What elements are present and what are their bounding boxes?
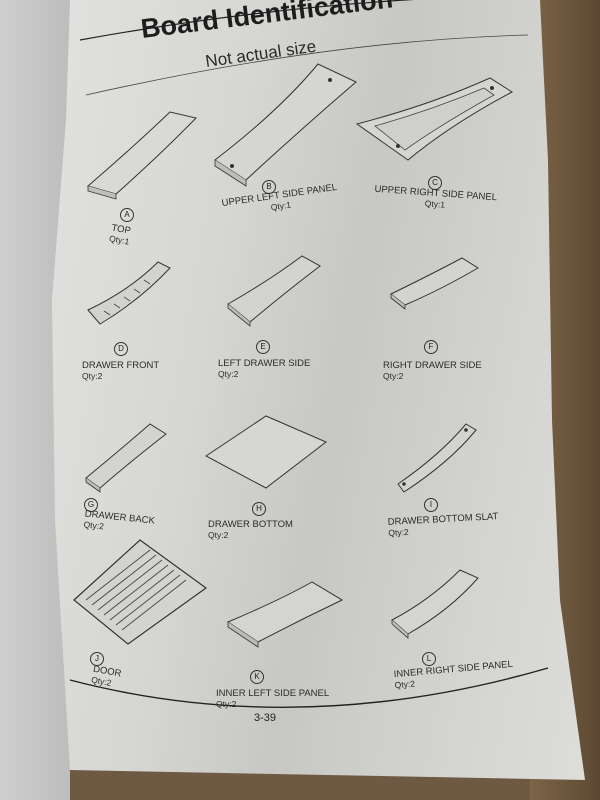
part-k-letter: K [250, 670, 264, 684]
part-k-qty: Qty:2 [216, 699, 237, 709]
part-e-label: LEFT DRAWER SIDE Qty:2 [218, 358, 310, 380]
part-a-label: TOP Qty:1 [108, 222, 132, 247]
part-f-drawing [391, 258, 478, 309]
part-i-drawing [398, 424, 476, 492]
page-number: 3-39 [254, 712, 277, 724]
part-k-name: INNER LEFT SIDE PANEL [216, 688, 330, 699]
part-d-qty: Qty:2 [82, 371, 103, 381]
part-h-name: DRAWER BOTTOM [208, 519, 293, 530]
part-h-letter: H [252, 502, 266, 516]
part-k-label: INNER LEFT SIDE PANEL Qty:2 [216, 688, 329, 710]
part-b-letter: B [262, 180, 276, 194]
part-d-drawing [88, 262, 170, 324]
part-j-drawing [74, 540, 206, 644]
part-h-label: DRAWER BOTTOM Qty:2 [208, 519, 293, 541]
part-k-drawing [228, 582, 342, 647]
part-i-letter: I [424, 498, 438, 512]
part-g-letter: G [84, 498, 98, 512]
part-e-letter: E [256, 340, 270, 354]
part-c-letter: C [428, 176, 442, 190]
part-h-qty: Qty:2 [208, 530, 229, 540]
part-b-drawing [215, 64, 356, 186]
part-f-qty: Qty:2 [383, 371, 404, 381]
part-l-drawing [392, 570, 478, 638]
part-f-letter: F [424, 340, 438, 354]
part-d-letter: D [114, 342, 128, 356]
part-e-name: LEFT DRAWER SIDE [218, 358, 311, 369]
part-h-drawing [206, 416, 326, 488]
header-curve-lower [86, 35, 528, 95]
part-f-label: RIGHT DRAWER SIDE Qty:2 [383, 360, 482, 382]
part-a-letter: A [120, 208, 134, 222]
part-j-letter: J [90, 652, 104, 666]
footer-curve [70, 668, 548, 707]
header-curve [80, 0, 520, 40]
part-e-qty: Qty:2 [218, 369, 239, 379]
part-a-drawing [88, 112, 196, 199]
part-l-letter: L [422, 652, 436, 666]
part-c-drawing [357, 78, 512, 160]
part-e-drawing [228, 256, 320, 326]
part-f-name: RIGHT DRAWER SIDE [383, 360, 482, 371]
part-d-label: DRAWER FRONT Qty:2 [82, 360, 159, 382]
part-j-label: DOOR Qty:2 [90, 664, 122, 691]
part-g-drawing [86, 424, 166, 492]
part-d-name: DRAWER FRONT [82, 360, 160, 371]
